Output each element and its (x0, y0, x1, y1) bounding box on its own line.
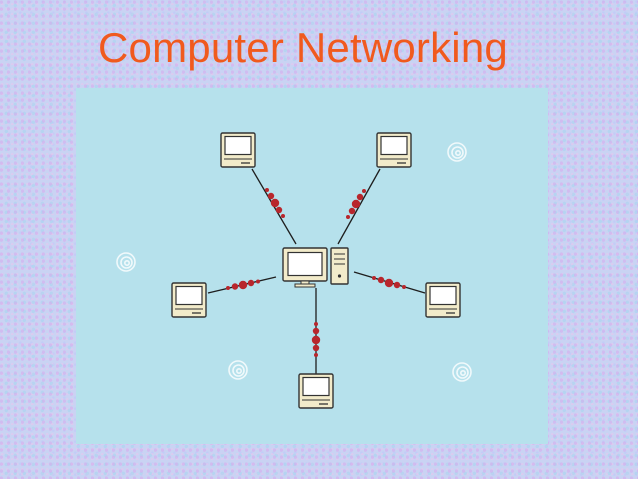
watermark-swirl-icon (447, 142, 467, 162)
watermark-swirl-icon (228, 360, 248, 380)
terminal-right-icon (425, 282, 461, 318)
terminal-bottom-icon (298, 373, 334, 409)
link-dots-bottom (311, 322, 321, 357)
central-computer-icon (282, 247, 349, 288)
link-dots-top-left (265, 188, 285, 218)
link-dots-left (226, 279, 260, 290)
link-dots-top-right (346, 189, 366, 219)
link-dots-right (372, 276, 406, 289)
watermark-swirl-icon (116, 252, 136, 272)
terminal-top-left-icon (220, 132, 256, 168)
terminal-left-icon (171, 282, 207, 318)
terminal-top-right-icon (376, 132, 412, 168)
watermark-swirl-icon (452, 362, 472, 382)
slide-title: Computer Networking (98, 24, 508, 71)
